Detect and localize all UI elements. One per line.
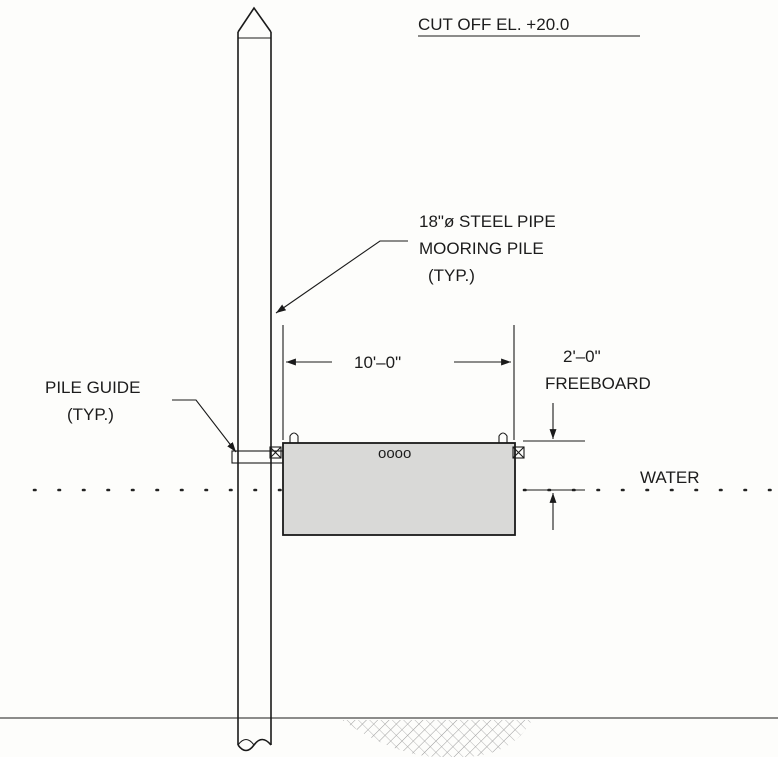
float-module: oooo [282, 432, 525, 536]
pile-label-line1: 18"ø STEEL PIPE [419, 212, 556, 231]
guide-label-line2: (TYP.) [67, 405, 114, 424]
pile-guide [231, 446, 284, 464]
freeboard-dimension: 2'–0" FREEBOARD [523, 347, 651, 530]
freeboard-label: FREEBOARD [545, 374, 651, 393]
freeboard-dimension-text: 2'–0" [563, 347, 601, 366]
width-dimension: 10'–0" [282, 325, 515, 440]
float-mark-holes: oooo [378, 445, 411, 462]
guide-leader-arrow [172, 399, 237, 453]
steel-pipe-pile [237, 6, 272, 752]
pile-leader-arrow [275, 240, 408, 314]
guide-label-line1: PILE GUIDE [45, 378, 140, 397]
width-dimension-text: 10'–0" [354, 353, 401, 372]
water-label-mask [636, 466, 716, 488]
pile-label-line2: MOORING PILE [419, 239, 544, 258]
cutoff-elevation-label: CUT OFF EL. +20.0 [418, 15, 569, 34]
water-label: WATER [640, 468, 700, 487]
pile-label-line3: (TYP.) [428, 266, 475, 285]
soil-hatch [342, 720, 532, 757]
